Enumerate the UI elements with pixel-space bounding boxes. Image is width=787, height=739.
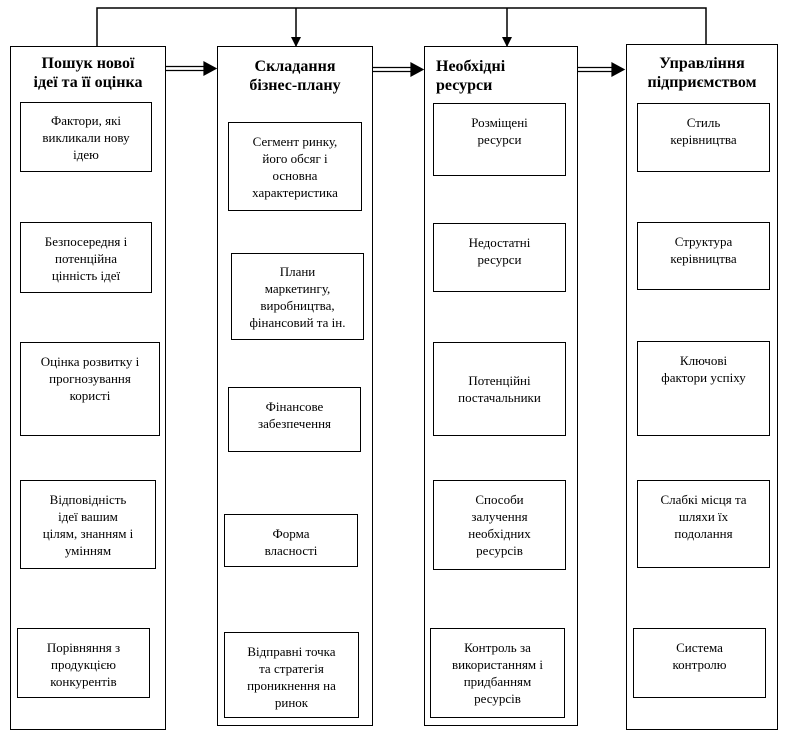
box-market-segment: Сегмент ринку, його обсяг і основна хара… (228, 122, 362, 211)
box-label: Недостатні ресурси (468, 235, 531, 267)
box-label: Фактори, які викликали нову ідею (42, 112, 130, 162)
box-label: Структура керівництва (670, 234, 737, 266)
column-title-management: Управління підприємством (647, 55, 757, 91)
column-title-business-plan: Складання бізнес-плану (249, 58, 341, 94)
box-label: Безпосередня і потенційна цінність ідеї (44, 234, 128, 283)
double-arrow-3 (578, 61, 626, 78)
box-plans: Плани маркетингу, виробництва, фінансови… (231, 253, 364, 340)
top-bus-line (96, 7, 707, 46)
box-weaknesses: Слабкі місця та шляхи їх подолання (637, 480, 770, 568)
box-label: Форма власності (264, 526, 318, 558)
box-financing: Фінансове забезпечення (228, 387, 361, 452)
box-control-system: Система контролю (633, 628, 766, 698)
box-idea-factors: Фактори, які викликали нову ідею (20, 102, 152, 172)
box-label: Розміщені ресурси (471, 115, 528, 147)
box-label: Слабкі місця та шляхи їх подолання (660, 492, 747, 541)
box-management-structure: Структура керівництва (637, 222, 770, 290)
box-idea-fit: Відповідність ідеї вашим цілям, знанням … (20, 480, 156, 569)
box-label: Сегмент ринку, його обсяг і основна хара… (252, 133, 338, 200)
box-label: Відповідність ідеї вашим цілям, знанням … (42, 492, 134, 558)
box-idea-forecast: Оцінка розвитку і прогнозування користі (20, 342, 160, 436)
box-label: Відправні точка та стратегія проникнення… (247, 644, 336, 710)
double-arrow-1 (166, 60, 218, 77)
box-label: Ключові фактори успіху (661, 353, 746, 385)
box-label: Потенційні постачальники (458, 373, 541, 405)
box-success-factors: Ключові фактори успіху (637, 341, 770, 436)
box-leadership-style: Стиль керівництва (637, 103, 770, 172)
column-title-resources: Необхідні ресурси (436, 58, 506, 94)
box-potential-suppliers: Потенційні постачальники (433, 342, 566, 436)
box-attraction-methods: Способи залучення необхідних ресурсів (433, 480, 566, 570)
box-label: Порівняння з продукцією конкурентів (46, 640, 121, 689)
box-label: Плани маркетингу, виробництва, фінансови… (249, 263, 346, 330)
column-title-idea-search: Пошук нової ідеї та її оцінка (33, 55, 143, 91)
box-market-entry: Відправні точка та стратегія проникнення… (224, 632, 359, 718)
box-label: Система контролю (672, 640, 727, 672)
box-competitors: Порівняння з продукцією конкурентів (17, 628, 150, 698)
box-label: Контроль за використанням і придбанням р… (451, 640, 544, 706)
box-idea-value: Безпосередня і потенційна цінність ідеї (20, 222, 152, 293)
box-resource-control: Контроль за використанням і придбанням р… (430, 628, 565, 718)
box-placed-resources: Розміщені ресурси (433, 103, 566, 176)
box-label: Способи залучення необхідних ресурсів (468, 492, 531, 558)
box-label: Стиль керівництва (670, 115, 737, 147)
box-label: Оцінка розвитку і прогнозування користі (40, 354, 140, 403)
box-ownership: Форма власності (224, 514, 358, 567)
box-lacking-resources: Недостатні ресурси (433, 223, 566, 292)
box-label: Фінансове забезпечення (257, 399, 332, 431)
double-arrow-2 (373, 61, 425, 78)
